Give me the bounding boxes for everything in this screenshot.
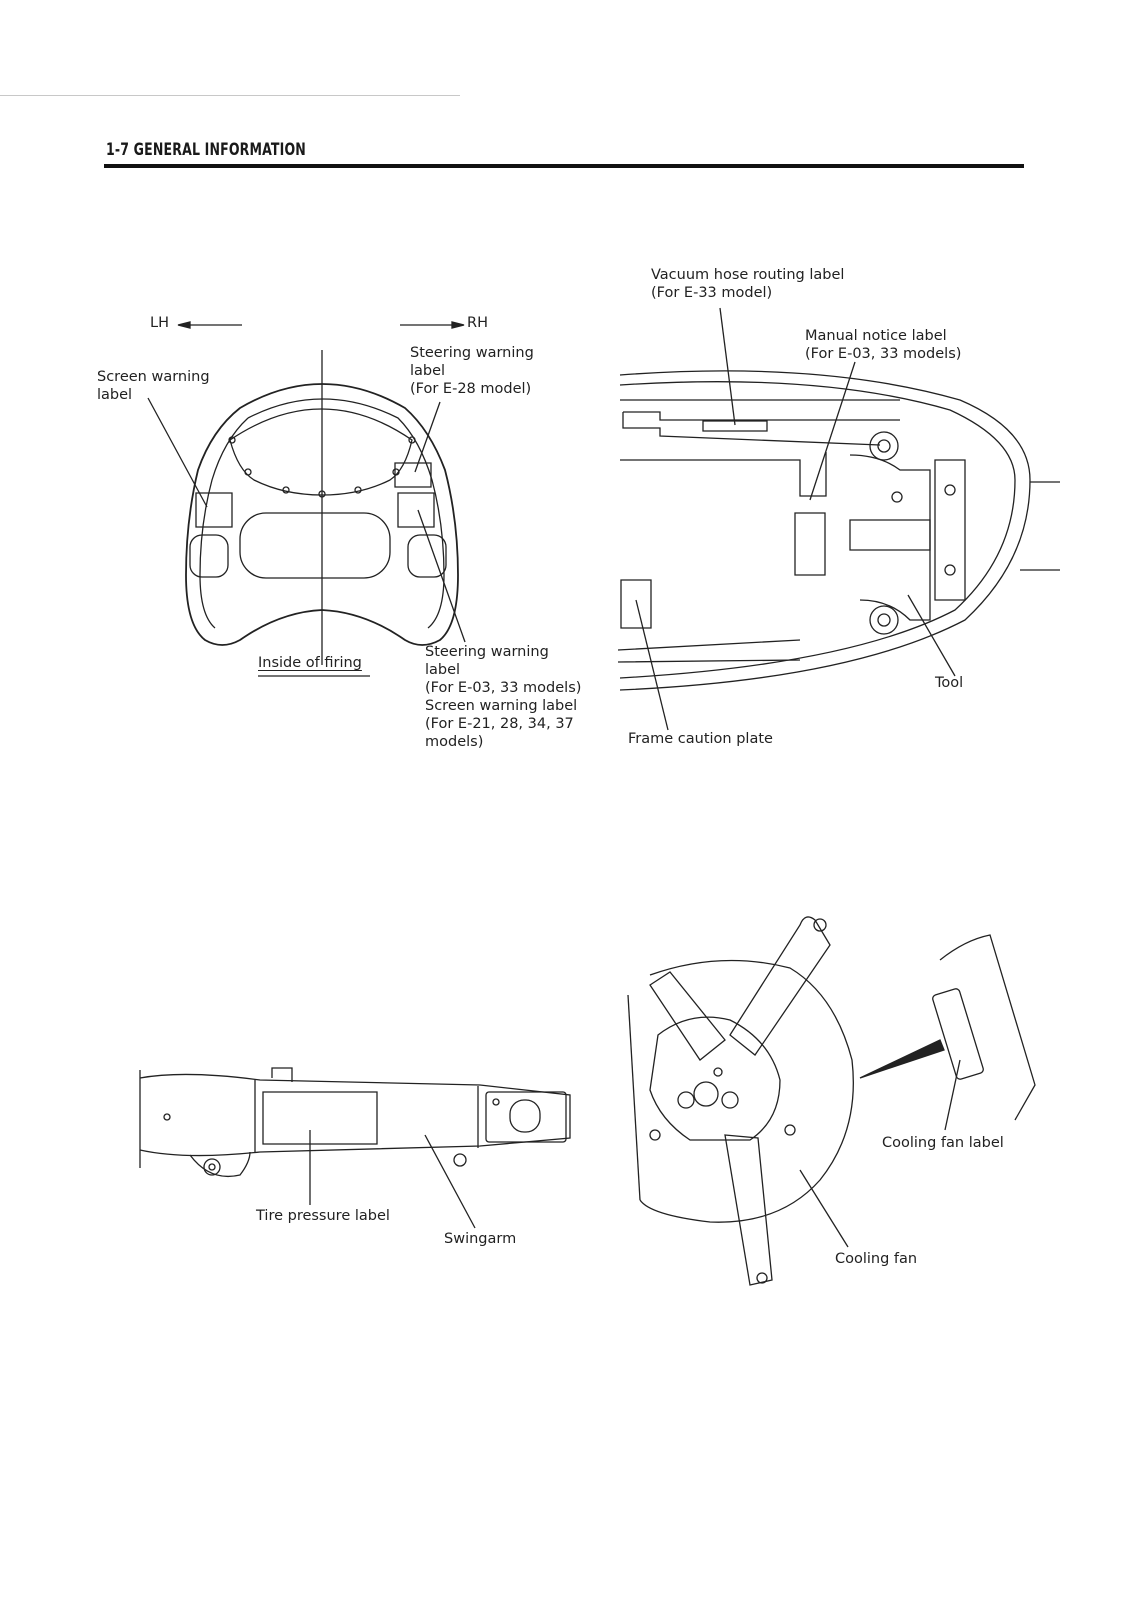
seat-tail-illustration (618, 308, 1060, 730)
rh-direction-label: RH (467, 315, 488, 331)
screen-warning-label-text: Screen warning label (97, 369, 210, 403)
cooling-fan-label-text: Cooling fan label (882, 1135, 1004, 1151)
swingarm-label: Swingarm (444, 1231, 517, 1247)
manual-notice-label-text: Manual notice label (For E-03, 33 models… (805, 328, 962, 362)
page-header-title: 1-7 GENERAL INFORMATION (106, 140, 306, 160)
cooling-fan-text: Cooling fan (835, 1251, 918, 1267)
tool-label: Tool (935, 675, 964, 691)
steering-warning-top-text: Steering warning label (For E-28 model) (410, 345, 534, 397)
tire-pressure-label: Tire pressure label (256, 1208, 390, 1224)
frame-caution-plate-label: Frame caution plate (628, 731, 773, 747)
cooling-fan-illustration (628, 917, 1035, 1285)
vacuum-hose-label-text: Vacuum hose routing label (For E-33 mode… (651, 267, 845, 301)
fairing-illustration (148, 322, 465, 676)
inside-of-fairing-label: Inside of firing (258, 655, 362, 671)
page-top-line (0, 95, 460, 96)
header-rule (104, 164, 1024, 168)
swingarm-illustration (140, 1068, 570, 1228)
lh-direction-label: LH (150, 315, 169, 331)
steering-warning-bottom-text: Steering warning label (For E-03, 33 mod… (425, 644, 582, 750)
